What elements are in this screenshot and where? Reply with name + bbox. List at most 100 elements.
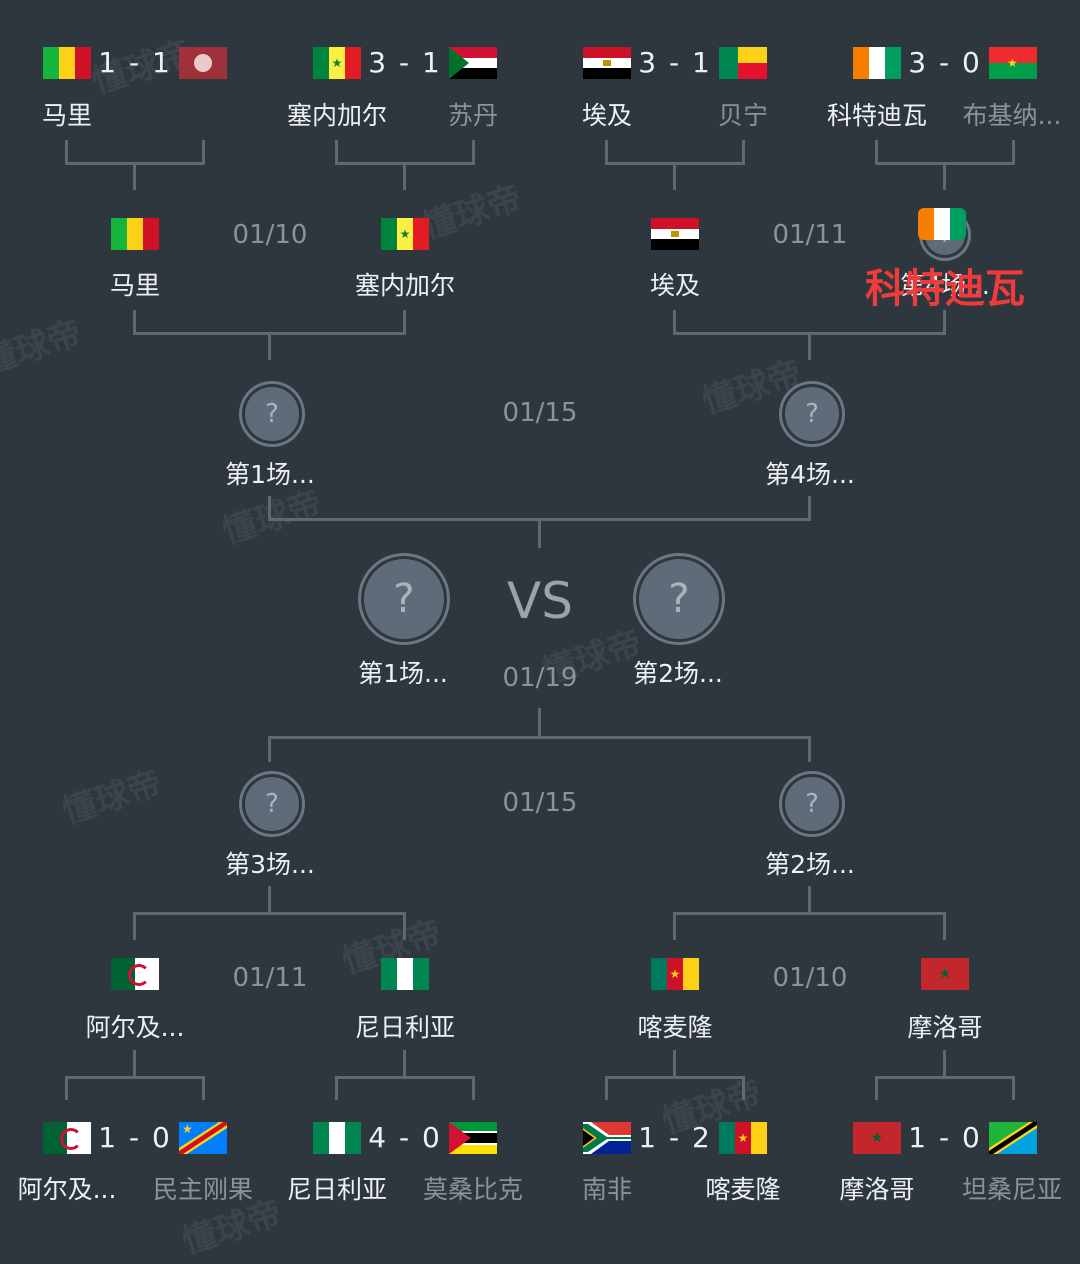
bracket-line [808, 886, 811, 914]
watermark: 懂球帝 [57, 763, 167, 833]
bracket-line [472, 140, 475, 164]
team-name[interactable]: 第2场... [633, 659, 723, 688]
bracket-line [65, 140, 68, 164]
team-name[interactable]: 坦桑尼亚 [961, 1175, 1063, 1204]
team-name[interactable]: 摩洛哥 [839, 1175, 915, 1204]
bracket-line [335, 140, 338, 164]
team-name[interactable]: 第3场... [225, 850, 315, 879]
bracket-line [742, 140, 745, 164]
ivory-coast-flag-icon [918, 208, 966, 240]
bracket-line [538, 708, 541, 738]
match-score: 4 - 0 [368, 1121, 442, 1154]
match-score: 3 - 1 [368, 46, 442, 79]
unknown-team-icon: ? [782, 384, 842, 444]
bracket-line [268, 736, 811, 739]
match-date: 01/11 [772, 220, 848, 250]
team-name[interactable]: 喀麦隆 [637, 1013, 713, 1042]
team-name[interactable]: 尼日利亚 [286, 1175, 388, 1204]
bracket-line [268, 332, 271, 360]
team-name[interactable]: 苏丹 [447, 101, 499, 130]
benin-flag-icon [719, 47, 767, 79]
cameroon-flag-icon: ★ [719, 1122, 767, 1154]
team-name[interactable]: 莫桑比克 [422, 1175, 524, 1204]
bracket-line [335, 1076, 475, 1079]
mozambique-flag-icon [449, 1122, 497, 1154]
vs-label: VS [507, 572, 573, 630]
morocco-flag-icon: ★ [921, 958, 969, 990]
nigeria-flag-icon [313, 1122, 361, 1154]
bracket-line [943, 1050, 946, 1078]
bracket-line [65, 1076, 68, 1100]
bracket-line [403, 912, 406, 940]
bracket-line [943, 162, 946, 190]
tanzania-flag-icon [989, 1122, 1037, 1154]
bracket-line [268, 886, 271, 914]
bracket-line [673, 1050, 676, 1078]
team-name[interactable]: 喀麦隆 [705, 1175, 781, 1204]
watermark: 懂球帝 [0, 313, 87, 383]
bracket-line [133, 912, 136, 940]
bracket-line [472, 1076, 475, 1100]
team-name[interactable]: 民主刚果 [152, 1175, 254, 1204]
bracket-line [202, 140, 205, 164]
team-name[interactable]: 塞内加尔 [354, 271, 456, 300]
team-name[interactable]: 阿尔及... [85, 1013, 185, 1042]
bracket-line [673, 912, 946, 915]
bracket-line [403, 1050, 406, 1078]
bracket-line [133, 912, 406, 915]
bracket-line [875, 1076, 1015, 1079]
dr-congo-flag-icon: ★ [179, 1122, 227, 1154]
team-name[interactable]: 第1场... [358, 659, 448, 688]
bracket-line [605, 1076, 745, 1079]
unknown-team-icon: ? [782, 774, 842, 834]
senegal-flag-icon: ★ [381, 218, 429, 250]
bracket-line [268, 736, 271, 762]
bracket-line [742, 1076, 745, 1100]
bracket-line [605, 140, 608, 164]
team-name[interactable]: 第1场... [225, 460, 315, 489]
team-name[interactable]: 贝宁 [717, 101, 769, 130]
match-score: 1 - 0 [908, 1121, 982, 1154]
match-date: 01/10 [772, 963, 848, 993]
team-name[interactable]: 第4场... [765, 460, 855, 489]
unknown-team-icon: ? [242, 774, 302, 834]
team-name[interactable]: 埃及 [649, 271, 701, 300]
bracket-line [335, 1076, 338, 1100]
bracket-line [403, 162, 406, 190]
match-date: 01/15 [502, 398, 578, 428]
bracket-line [875, 140, 878, 164]
match-date: 01/15 [502, 788, 578, 818]
bracket-line [538, 518, 541, 548]
match-date: 01/10 [232, 220, 308, 250]
match-score: 1 - 0 [98, 1121, 172, 1154]
team-name[interactable]: 布基纳... [962, 101, 1062, 130]
bracket-line [268, 496, 271, 520]
team-name[interactable]: 阿尔及... [17, 1175, 117, 1204]
bracket-line [605, 1076, 608, 1100]
bracket-line [673, 162, 676, 190]
south-africa-flag-icon [583, 1122, 631, 1154]
team-name[interactable]: 南非 [581, 1175, 633, 1204]
team-name[interactable]: 塞内加尔 [286, 101, 388, 130]
team-name[interactable]: 摩洛哥 [907, 1013, 983, 1042]
match-date: 01/19 [502, 663, 578, 693]
team-name[interactable]: 尼日利亚 [354, 1013, 456, 1042]
bracket-line [202, 1076, 205, 1100]
unknown-team-icon: ? [361, 556, 447, 642]
bracket-line [875, 1076, 878, 1100]
bracket-line [133, 1050, 136, 1078]
morocco-flag-icon: ★ [853, 1122, 901, 1154]
algeria-flag-icon [43, 1122, 91, 1154]
egypt-flag-icon [651, 218, 699, 250]
match-score: 1 - 2 [638, 1121, 712, 1154]
team-name[interactable]: 科特迪瓦 [826, 101, 928, 130]
bracket-line [808, 496, 811, 520]
team-name[interactable]: 埃及 [581, 101, 633, 130]
team-name[interactable]: 马里 [109, 271, 161, 300]
cameroon-flag-icon: ★ [651, 958, 699, 990]
senegal-flag-icon: ★ [313, 47, 361, 79]
team-name[interactable]: 马里 [41, 101, 93, 130]
team-name[interactable]: 第2场... [765, 850, 855, 879]
team-name[interactable]: 第4场... [900, 271, 990, 300]
unknown-team-icon: ? [242, 384, 302, 444]
